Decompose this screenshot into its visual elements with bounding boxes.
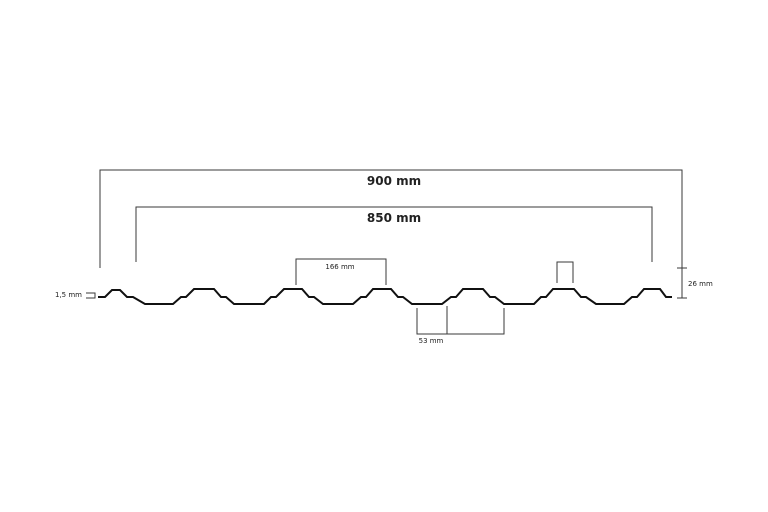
valley-width-label: 53 mm xyxy=(419,337,444,345)
total-width-label: 900 mm xyxy=(367,174,421,188)
cover-width-label: 850 mm xyxy=(367,211,421,225)
profile-height-label: 26 mm xyxy=(688,280,713,288)
rib-pitch-label: 166 mm xyxy=(325,263,354,271)
total-width-bracket xyxy=(99,169,683,268)
cover-width-bracket xyxy=(135,206,653,262)
thickness-label: 1,5 mm xyxy=(55,291,82,299)
sheet-profile xyxy=(98,288,672,305)
profile-height-marker xyxy=(677,267,687,299)
rib-pitch-bracket xyxy=(295,258,387,285)
rib-top-marker xyxy=(556,261,574,283)
thickness-marker xyxy=(86,292,96,299)
valley-width-bracket xyxy=(416,306,505,335)
